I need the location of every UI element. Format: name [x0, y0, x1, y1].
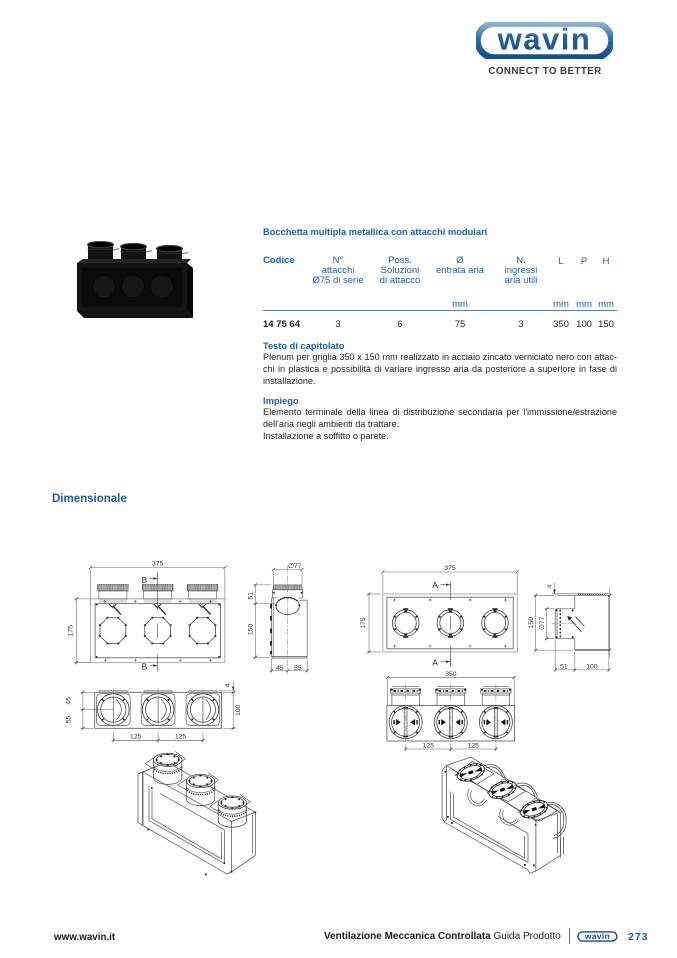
svg-text:∅77: ∅77 [539, 616, 546, 630]
svg-text:45: 45 [276, 665, 284, 672]
svg-text:350: 350 [445, 671, 457, 678]
svg-text:55: 55 [65, 716, 72, 724]
svg-text:150: 150 [528, 617, 535, 629]
svg-text:wavin: wavin [584, 931, 610, 941]
svg-text:175: 175 [360, 617, 367, 629]
svg-text:51: 51 [560, 663, 568, 670]
svg-text:B: B [142, 576, 148, 585]
svg-text:45: 45 [65, 697, 72, 705]
svg-text:wavin: wavin [497, 22, 592, 57]
svg-text:55: 55 [294, 665, 302, 672]
svg-text:100: 100 [235, 704, 242, 716]
svg-text:∅77: ∅77 [288, 563, 302, 570]
svg-text:4: 4 [225, 683, 232, 687]
svg-text:51: 51 [248, 592, 255, 600]
svg-text:125: 125 [468, 742, 480, 749]
svg-text:A: A [432, 581, 438, 590]
svg-text:A: A [432, 658, 438, 667]
svg-text:100: 100 [586, 663, 598, 670]
svg-text:125: 125 [175, 734, 187, 741]
svg-text:4: 4 [547, 584, 554, 588]
svg-text:375: 375 [152, 561, 164, 568]
svg-text:B: B [142, 662, 148, 671]
svg-text:150: 150 [248, 624, 255, 636]
svg-text:125: 125 [130, 734, 142, 741]
svg-text:125: 125 [423, 742, 435, 749]
svg-text:175: 175 [68, 625, 75, 637]
svg-text:375: 375 [444, 565, 456, 572]
